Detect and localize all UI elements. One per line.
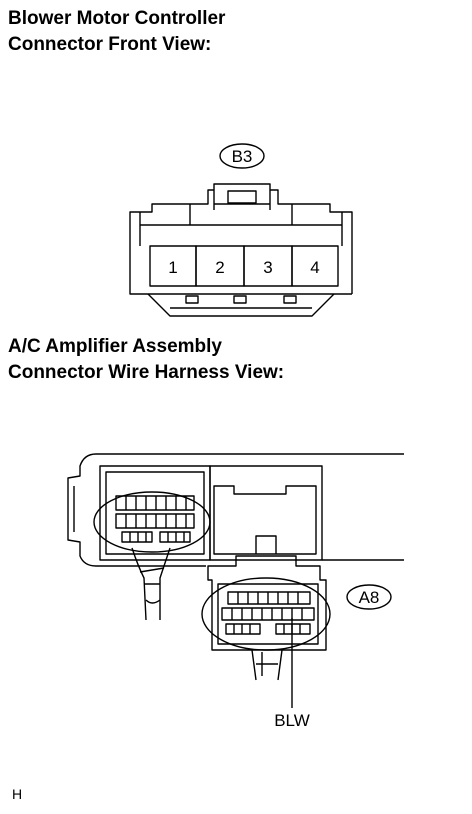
figure-code: H — [12, 786, 23, 802]
blower-connector-heading: Blower Motor Controller Connector Front … — [8, 6, 225, 58]
ac-heading-line1: A/C Amplifier Assembly — [8, 336, 222, 357]
upper-left-harness-ellipse — [93, 491, 211, 553]
upper-left-terminals — [115, 495, 195, 543]
a8-callout-ellipse — [346, 584, 392, 610]
blower-heading-line2: Connector Front View: — [8, 34, 212, 55]
b3-pin-4 — [291, 245, 339, 287]
ac-amplifier-assembly: A8 BLW — [67, 453, 404, 730]
b3-pin-4-label: 4 — [310, 258, 319, 277]
b3-pin-2-label: 2 — [215, 258, 224, 277]
b3-pin-3-label: 3 — [263, 258, 272, 277]
b3-connector: B3 1 2 3 4 — [129, 143, 353, 317]
b3-connector-label: B3 — [232, 147, 253, 166]
b3-housing — [129, 189, 353, 295]
a8-connector-body — [207, 555, 327, 651]
a8-terminals — [221, 591, 315, 635]
blw-terminal-label: BLW — [274, 711, 310, 730]
b3-latch — [213, 183, 271, 210]
blower-heading-line1: Blower Motor Controller — [8, 8, 226, 29]
b3-lower-lip — [147, 293, 335, 317]
a8-harness — [251, 649, 283, 681]
b3-callout-ellipse — [219, 143, 265, 169]
amplifier-case — [67, 453, 404, 567]
ac-heading-line2: Connector Wire Harness View: — [8, 362, 285, 383]
b3-pin-1-label: 1 — [168, 258, 177, 277]
a8-harness-ellipse — [201, 577, 331, 651]
a8-connector-label: A8 — [359, 588, 380, 607]
upper-right-connector — [209, 465, 323, 561]
upper-left-harness — [131, 547, 171, 621]
ac-amplifier-heading: A/C Amplifier Assembly Connector Wire Ha… — [8, 334, 284, 386]
